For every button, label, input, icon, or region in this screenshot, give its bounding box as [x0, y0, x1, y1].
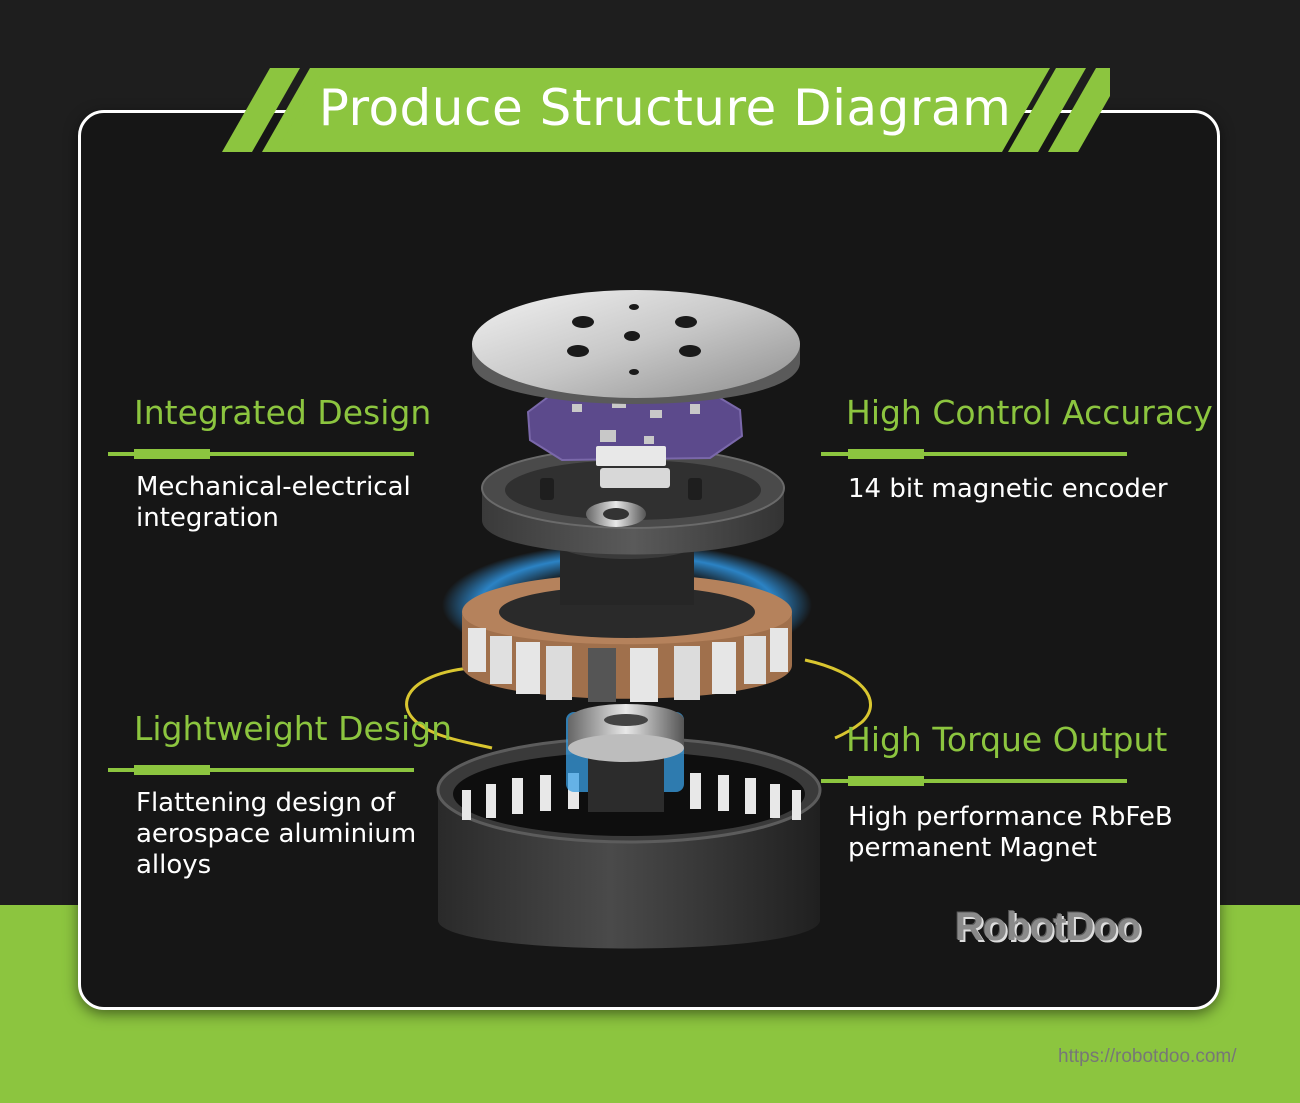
orbit-line-left	[405, 666, 493, 750]
feature-integrated-title: Integrated Design	[134, 393, 432, 432]
feature-torque-title: High Torque Output	[846, 720, 1168, 759]
cover-holes	[567, 304, 701, 375]
feature-lightweight-desc: Flattening design of aerospace aluminium…	[136, 788, 417, 880]
feature-torque-tab	[848, 776, 924, 786]
feature-lightweight-title: Lightweight Design	[134, 709, 453, 748]
feature-integrated-tab	[134, 449, 210, 459]
top-cover	[472, 290, 800, 398]
brand-watermark: RobotDoo	[955, 905, 1141, 949]
banner-body	[276, 68, 1050, 152]
feature-accuracy-tab	[848, 449, 924, 459]
feature-torque-line	[821, 779, 1127, 783]
stator-body	[462, 612, 792, 699]
website-url[interactable]: https://robotdoo.com/	[1058, 1046, 1237, 1067]
banner-stripe-right-1	[1008, 68, 1086, 152]
feature-accuracy-desc: 14 bit magnetic encoder	[848, 474, 1168, 504]
feature-integrated-line	[108, 452, 414, 456]
page-title: Produce Structure Diagram	[318, 79, 1012, 137]
feature-lightweight-tab	[134, 765, 210, 775]
title-banner	[222, 68, 1110, 152]
feature-accuracy-line	[821, 452, 1127, 456]
feature-integrated-desc: Mechanical-electrical integration	[136, 472, 411, 533]
stator-teeth	[468, 628, 788, 702]
banner-stripe-right-2	[1048, 68, 1110, 152]
orbit-line-right	[804, 658, 873, 740]
banner-stripe-left-1	[222, 68, 300, 152]
feature-accuracy-title: High Control Accuracy	[846, 393, 1213, 432]
feature-torque-desc: High performance RbFeB permanent Magnet	[848, 802, 1173, 863]
feature-lightweight-line	[108, 768, 414, 772]
